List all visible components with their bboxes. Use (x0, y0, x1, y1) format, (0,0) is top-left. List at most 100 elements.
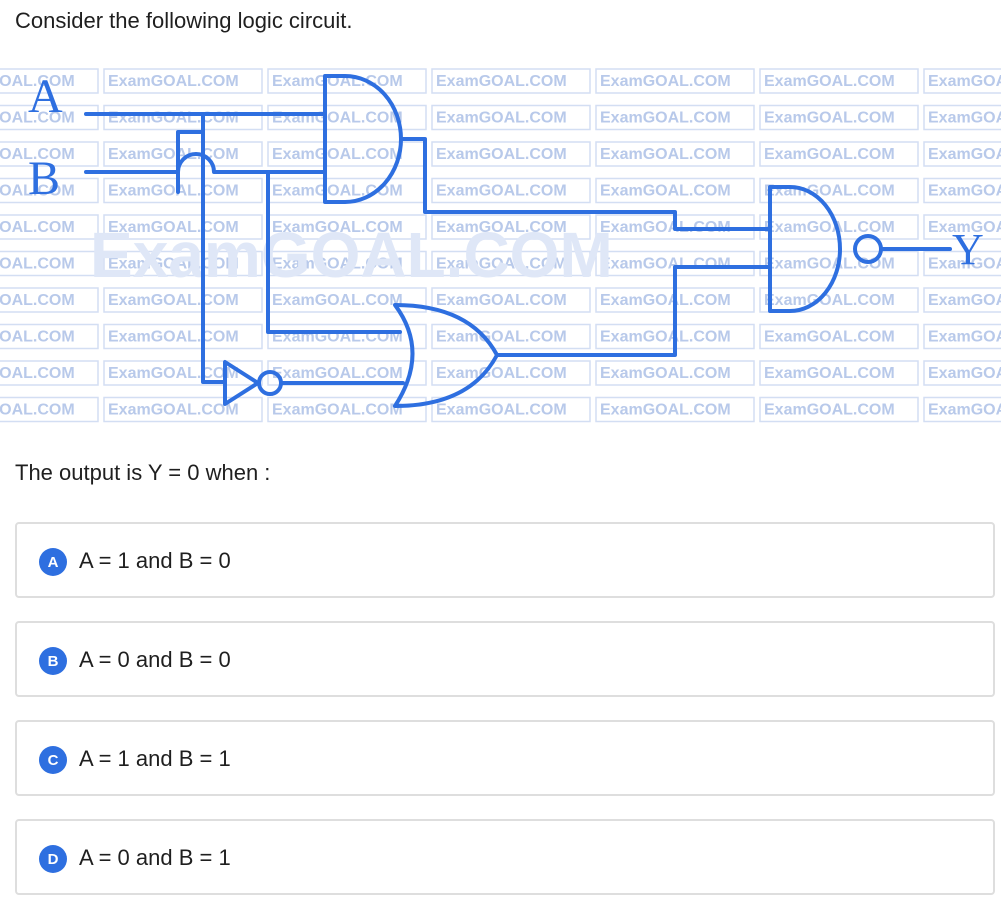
watermark-text: ExamGOAL.COM (928, 292, 1001, 309)
watermark-text: ExamGOAL.COM (0, 292, 75, 309)
watermark-tile (759, 141, 919, 167)
watermark-tile (0, 141, 99, 167)
watermark-tile (759, 396, 919, 423)
watermark-text: ExamGOAL.COM (0, 329, 75, 346)
watermark-text: ExamGOAL.COM (436, 219, 567, 236)
watermark-tile (0, 360, 99, 386)
watermark-large: ExamGOAL.COM (90, 219, 613, 291)
watermark-tile (923, 104, 1001, 131)
question-text: Consider the following logic circuit. (15, 8, 353, 33)
watermark-tile (431, 287, 591, 313)
watermark-tile (923, 141, 1001, 167)
watermark-tile (923, 360, 1001, 386)
watermark-tile (0, 214, 99, 240)
watermark-tile (431, 104, 591, 131)
watermark-tile (759, 287, 919, 313)
watermark-tile (431, 360, 591, 386)
watermark-text: ExamGOAL.COM (436, 110, 567, 127)
watermark-text: ExamGOAL.COM (764, 146, 895, 163)
watermark-text: ExamGOAL.COM (600, 219, 731, 236)
watermark-text: ExamGOAL.COM (764, 329, 895, 346)
option-d-text: A = 0 and B = 1 (79, 845, 231, 870)
watermark-text: ExamGOAL.COM (0, 73, 75, 90)
label-input-b: B (28, 152, 60, 205)
watermark-text: ExamGOAL.COM (0, 146, 75, 163)
label-output-y: Y (952, 225, 984, 274)
option-b-badge: B (39, 647, 67, 675)
watermark-text: ExamGOAL.COM (928, 365, 1001, 382)
and-gate (323, 74, 403, 204)
watermark-text: ExamGOAL.COM (436, 402, 567, 419)
watermark-tile (923, 323, 1001, 350)
watermark-text: ExamGOAL.COM (764, 110, 895, 127)
watermark-text: ExamGOAL.COM (764, 402, 895, 419)
watermark-tile (103, 68, 263, 94)
watermark-text: ExamGOAL.COM (272, 73, 403, 90)
watermark-tile (431, 177, 591, 204)
watermark-text: ExamGOAL.COM (600, 146, 731, 163)
label-input-a: A (28, 70, 63, 123)
wire-a-to-not (201, 130, 227, 384)
watermark-tile (103, 396, 263, 423)
watermark-text: ExamGOAL.COM (600, 402, 731, 419)
option-c[interactable]: C A = 1 and B = 1 (15, 720, 995, 796)
wire-and-out (399, 137, 772, 231)
watermark-tile (0, 250, 99, 277)
watermark-tile (267, 104, 427, 131)
watermark-text: ExamGOAL.COM (0, 183, 75, 200)
watermark-tile (431, 68, 591, 94)
watermark-text: ExamGOAL.COM (272, 219, 403, 236)
watermark-text: ExamGOAL.COM (764, 365, 895, 382)
watermark-text: ExamGOAL.COM (0, 256, 75, 273)
watermark-text: ExamGOAL.COM (0, 365, 75, 382)
watermark-text: ExamGOAL.COM (108, 146, 239, 163)
watermark-text: ExamGOAL.COM (928, 110, 1001, 127)
watermark-text: ExamGOAL.COM (928, 329, 1001, 346)
watermark-tile (923, 250, 1001, 277)
watermark-text: ExamGOAL.COM (0, 219, 75, 236)
watermark-tile (103, 323, 263, 350)
watermark-tile (0, 104, 99, 131)
watermark-text: ExamGOAL.COM (764, 292, 895, 309)
option-a[interactable]: A A = 1 and B = 0 (15, 522, 995, 598)
watermark-tile (431, 214, 591, 240)
watermark-text: ExamGOAL.COM (108, 183, 239, 200)
watermark-text: ExamGOAL.COM (436, 73, 567, 90)
watermark-tile (431, 141, 591, 167)
watermark-tile (923, 287, 1001, 313)
watermark-tile (595, 396, 755, 423)
watermark-text: ExamGOAL.COM (600, 256, 731, 273)
option-a-text: A = 1 and B = 0 (79, 548, 231, 573)
watermark-text: ExamGOAL.COM (272, 146, 403, 163)
watermark-tile (923, 214, 1001, 240)
option-b-text: A = 0 and B = 0 (79, 647, 231, 672)
watermark-text: ExamGOAL.COM (108, 73, 239, 90)
option-b[interactable]: B A = 0 and B = 0 (15, 621, 995, 697)
or-gate (393, 303, 499, 408)
watermark-tile (431, 323, 591, 350)
watermark-text: ExamGOAL.COM (0, 110, 75, 127)
watermark-tile (595, 360, 755, 386)
option-c-text: A = 1 and B = 1 (79, 746, 231, 771)
watermark-tile (923, 68, 1001, 94)
watermark-text: ExamGOAL.COM (272, 292, 403, 309)
watermark-tile (759, 177, 919, 204)
watermark-tile (0, 396, 99, 423)
watermark-text: ExamGOAL.COM (764, 219, 895, 236)
watermark-tile (0, 287, 99, 313)
watermark-text: ExamGOAL.COM (928, 256, 1001, 273)
option-d[interactable]: D A = 0 and B = 1 (15, 819, 995, 895)
watermark-text: ExamGOAL.COM (436, 256, 567, 273)
watermark-text: ExamGOAL.COM (0, 402, 75, 419)
watermark-tile (103, 177, 263, 204)
watermark-text: ExamGOAL.COM (436, 183, 567, 200)
watermark-tile (0, 177, 99, 204)
watermark-tile (267, 323, 427, 350)
watermark-tile (759, 323, 919, 350)
watermark-tile (595, 141, 755, 167)
watermark-text: ExamGOAL.COM (928, 219, 1001, 236)
watermark-text: ExamGOAL.COM (928, 183, 1001, 200)
watermark-tile (0, 68, 99, 94)
question-stem: The output is Y = 0 when : (15, 460, 271, 485)
watermark-text: ExamGOAL.COM (108, 219, 239, 236)
